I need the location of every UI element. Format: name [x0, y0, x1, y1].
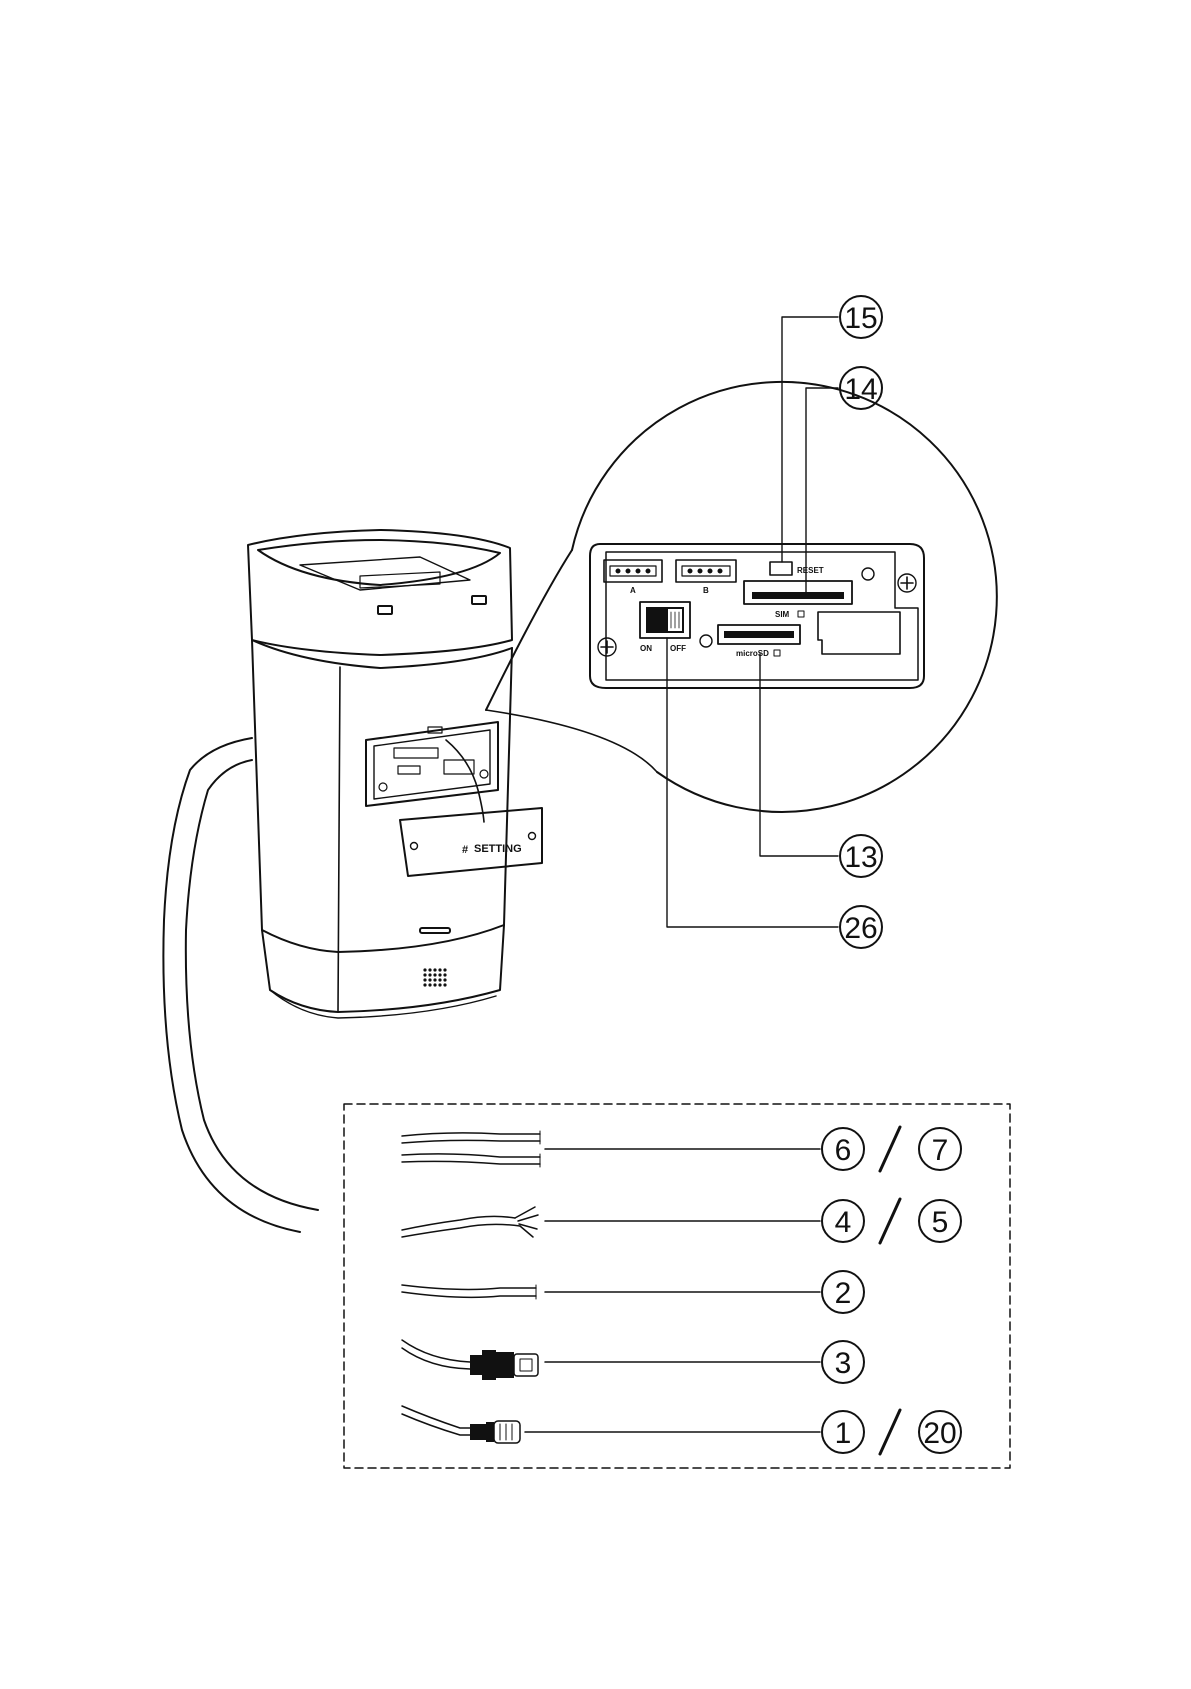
- port-b-label: B: [703, 586, 709, 595]
- sim-label: SIM: [775, 610, 790, 619]
- connector-a: [604, 560, 662, 582]
- reset-label: RESET: [797, 566, 824, 575]
- device-body: # SETTING: [163, 530, 542, 1232]
- magnifier-bubble: [486, 382, 997, 812]
- callout-4: 4: [835, 1206, 852, 1239]
- cable-audio: [402, 1207, 820, 1237]
- board-panel: [590, 544, 924, 688]
- microsd-label: microSD: [736, 649, 769, 658]
- cable-power: [402, 1285, 820, 1299]
- cable-box: [344, 1104, 1010, 1468]
- callout-6: 6: [835, 1134, 852, 1167]
- switch-on-label: ON: [640, 644, 652, 653]
- callout-leaders: [667, 317, 838, 927]
- callout-separators: [880, 1127, 900, 1454]
- callout-5: 5: [932, 1206, 949, 1239]
- screw-right: [898, 574, 916, 592]
- callout-20: 20: [923, 1417, 956, 1450]
- port-a-label: A: [630, 586, 636, 595]
- cover-label-text: SETTING: [474, 843, 522, 855]
- callout-2: 2: [835, 1277, 852, 1310]
- cover-label-prefix: #: [462, 844, 468, 856]
- callout-13: 13: [844, 841, 877, 874]
- connector-b: [676, 560, 736, 582]
- power-switch: [640, 602, 690, 638]
- cable-alarm-io: [402, 1131, 820, 1167]
- screw-left: [598, 638, 616, 656]
- callout-7: 7: [932, 1134, 949, 1167]
- callout-15: 15: [844, 302, 877, 335]
- callout-3: 3: [835, 1347, 852, 1380]
- speaker-grille: [423, 968, 446, 986]
- callout-26: 26: [844, 912, 877, 945]
- cable-ethernet-poe: [402, 1406, 820, 1443]
- callout-14: 14: [844, 373, 877, 406]
- cable-network: [402, 1340, 820, 1380]
- module-block: [818, 612, 900, 654]
- callout-1: 1: [835, 1417, 852, 1450]
- settings-cover-plate: # SETTING: [400, 808, 542, 876]
- switch-off-label: OFF: [670, 644, 686, 653]
- reset-button: [770, 562, 792, 575]
